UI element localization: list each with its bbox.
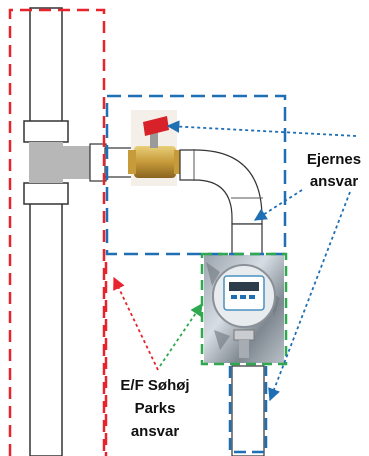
meter-boundary <box>200 252 288 366</box>
association-label-line1: E/F Søhøj <box>120 377 189 394</box>
association-boundary <box>8 8 108 456</box>
owners-label-line1: Ejernes <box>307 151 361 168</box>
owners-arrows <box>166 120 357 402</box>
association-red-arrow <box>113 276 159 371</box>
association-label-line3: ansvar <box>131 423 180 440</box>
pipe-tee <box>29 142 107 183</box>
owners-boundary <box>105 94 287 256</box>
main-riser-pipe <box>23 7 69 456</box>
elbow-pipe <box>179 149 263 257</box>
water-meter-icon <box>204 255 284 363</box>
lower-pipe <box>231 365 265 456</box>
lower-pipe-boundary <box>228 366 268 454</box>
owners-label-line2: ansvar <box>310 173 359 190</box>
association-green-arrow <box>159 302 203 367</box>
association-label-line2: Parks <box>135 400 176 417</box>
ball-valve-icon <box>128 110 180 186</box>
